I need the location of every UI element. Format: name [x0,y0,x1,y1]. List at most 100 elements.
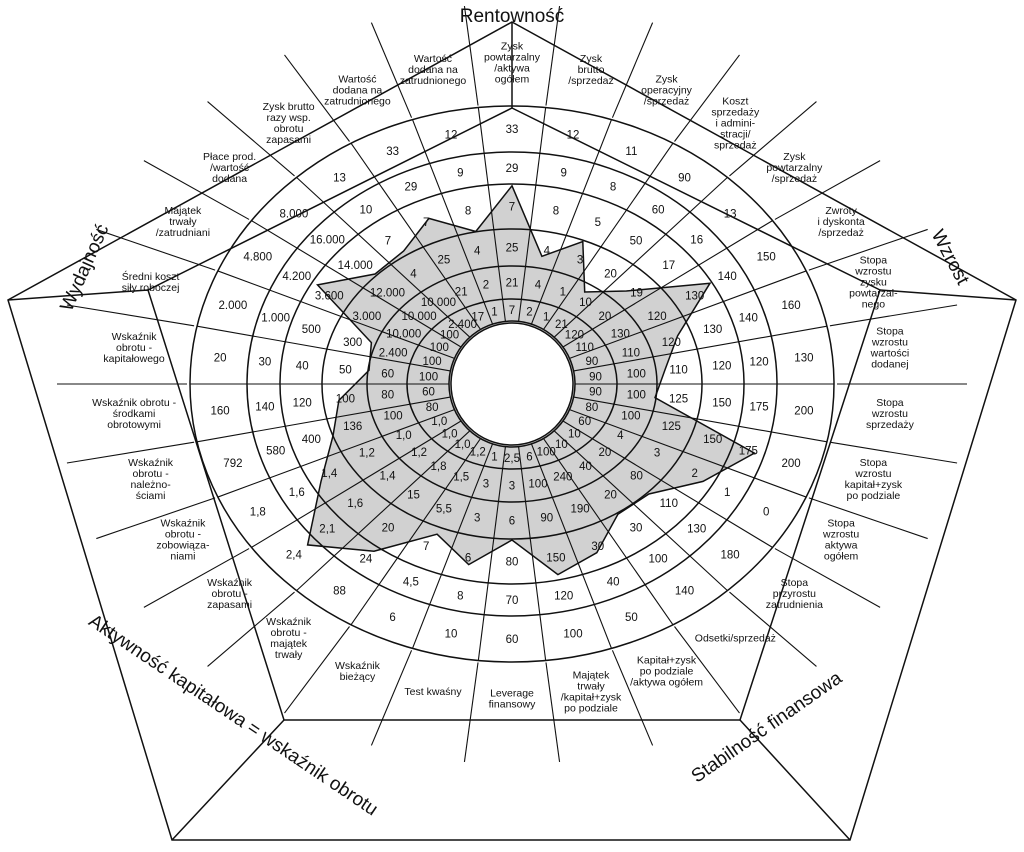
scale-value: 2,4 [286,550,303,562]
scale-value: 150 [757,252,776,264]
scale-value: 11 [625,146,637,158]
scale-value: 130 [794,352,813,364]
scale-value: 6 [526,451,532,463]
scale-value: 4 [535,280,542,292]
corner-divider [879,289,1017,301]
scale-value: 20 [382,523,395,535]
scale-value: 13 [333,173,346,185]
scale-value: 400 [302,434,321,446]
scale-value: 7 [509,305,515,317]
spoke [350,142,481,330]
scale-value: 10.000 [386,328,421,340]
scale-value: 10 [360,204,373,216]
scale-value: 1 [543,311,549,323]
scale-value: 100 [649,554,668,566]
scale-value: 4 [410,269,417,281]
scale-value: 1,0 [442,429,458,441]
scale-value: 7 [385,235,391,247]
label-cell-divider [284,626,350,714]
scale-value: 80 [586,402,599,414]
scale-value: 140 [675,585,694,597]
spoke [350,438,481,626]
scale-value: 100 [621,410,640,422]
scale-value: 6 [509,516,515,528]
spoke [251,220,462,348]
scale-value: 100 [430,342,449,354]
label-cell-divider [611,22,654,118]
scale-value: 20 [599,311,612,323]
spoke [217,270,455,359]
scale-value: 50 [630,235,643,247]
scale-value: 3 [509,481,515,493]
scale-value: 20 [604,269,617,281]
scale-value: 2 [483,280,489,292]
concentric-rings [189,105,835,663]
scale-value: 40 [607,576,620,588]
scale-value: 60 [422,387,435,399]
scale-value: 9 [457,168,463,180]
scale-value: 150 [712,398,731,410]
scale-value: 100 [627,390,646,402]
indicator-label: Test kwaśny [404,686,462,698]
spoke [553,177,728,338]
scale-value: 2,5 [504,453,520,465]
scale-value: 100 [384,410,403,422]
scale-value: 60 [506,634,519,646]
label-cell-divider [96,497,216,540]
scale-value: 8 [465,205,471,217]
scale-value: 1,0 [431,416,447,428]
scale-value: 90 [586,356,599,368]
label-cell-divider [808,228,928,271]
section-title: Stabilność finansowa [688,667,847,787]
scale-value: 100 [627,368,646,380]
scale-value: 8.000 [280,208,309,220]
scale-value: 7 [423,217,429,229]
scale-value: 70 [506,595,519,607]
spoke [296,177,471,338]
label-cell-divider [463,6,479,106]
scale-value: 60 [652,204,665,216]
corner-divider [739,719,851,841]
scale-value: 7 [509,202,515,214]
spoke [251,420,462,548]
scale-value: 60 [578,416,591,428]
spoke [543,142,674,330]
scale-value: 1,6 [347,498,363,510]
scale-value: 160 [211,406,230,418]
scale-value: 1 [724,487,730,499]
indicator-label: Odsetki/sprzedaż [695,632,776,644]
label-cell-divider [729,101,817,177]
scale-value: 130 [703,324,722,336]
scale-value: 8 [610,182,616,194]
spoke [518,107,547,322]
scale-value: 40 [579,461,592,473]
scale-value: 1,2 [411,447,427,459]
scale-value: 100 [423,356,442,368]
scale-value: 8 [457,590,463,602]
scale-value: 80 [506,557,519,569]
spoke [573,396,828,443]
scale-value: 21 [455,286,468,298]
scale-value: 120 [293,398,312,410]
scale-value: 40 [296,360,309,372]
label-cell-divider [545,662,561,762]
scale-value: 50 [339,365,352,377]
section-title: Wzrost [927,226,974,289]
scale-value: 12.000 [370,288,405,300]
scale-value: 90 [589,387,602,399]
label-cell-divider [774,160,881,220]
scale-value: 12 [567,130,580,142]
scale-value: 200 [794,406,813,418]
scale-value: 21 [555,319,568,331]
